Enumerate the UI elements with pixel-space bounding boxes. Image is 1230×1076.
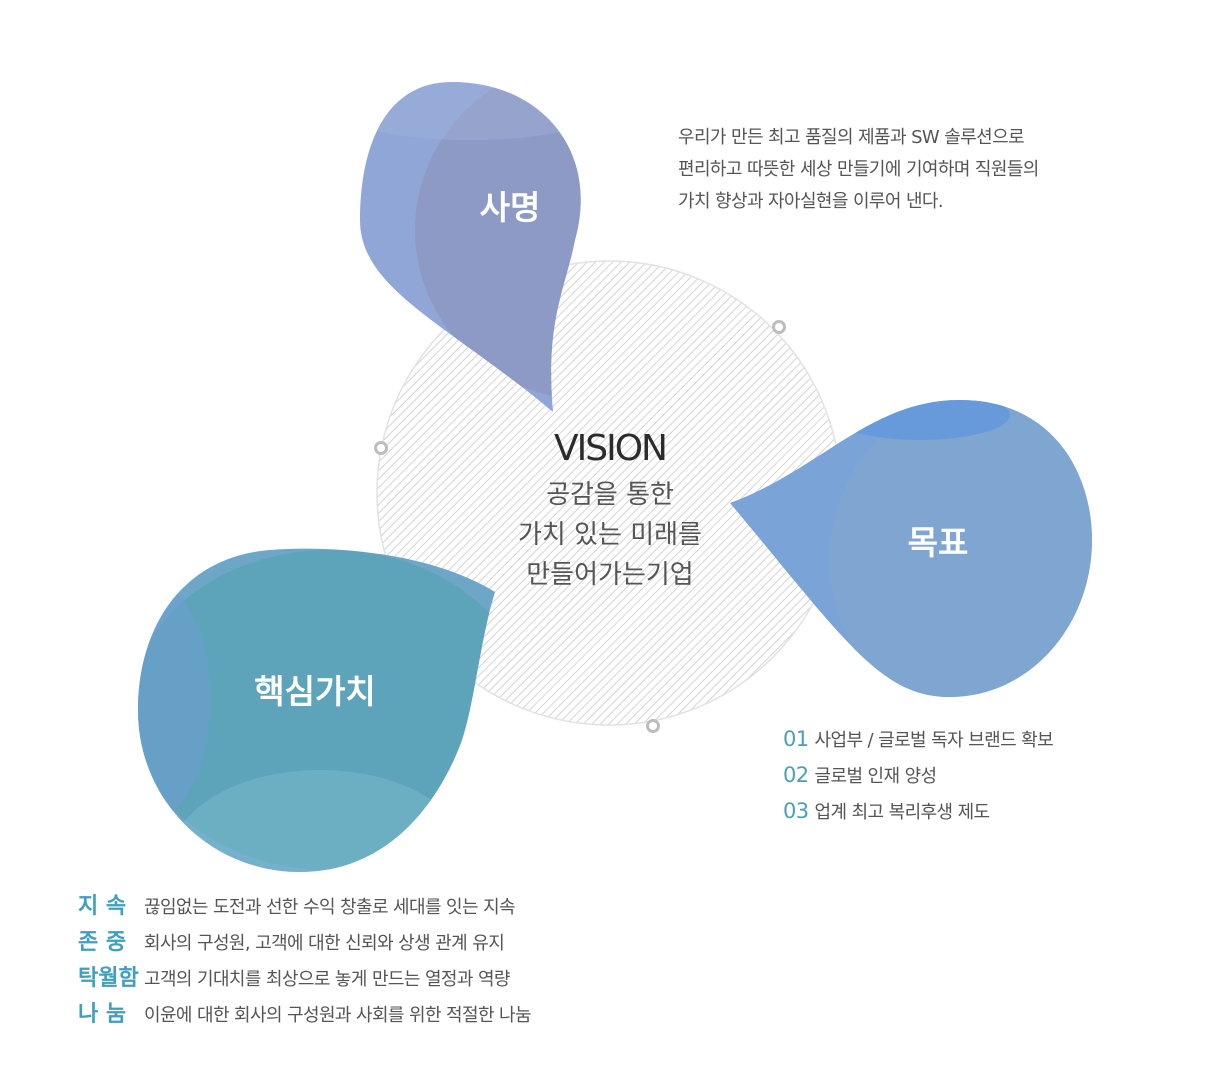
ring-dot-icon <box>772 320 786 334</box>
value-term: 지 속 <box>78 894 127 919</box>
value-term: 존 중 <box>78 930 127 955</box>
mission-desc-line: 가치 향상과 자아실현을 이루어 낸다. <box>678 191 944 212</box>
value-text: 끊임없는 도전과 선한 수익 창출로 세대를 잇는 지속 <box>144 897 516 918</box>
goal-number: 02 <box>783 763 809 787</box>
list-item: 나 눔 이윤에 대한 회사의 구성원과 사회를 위한 적절한 나눔 <box>78 997 532 1033</box>
list-item: 존 중 회사의 구성원, 고객에 대한 신뢰와 상생 관계 유지 <box>78 925 531 961</box>
goal-label: 목표 <box>908 523 969 562</box>
vision-line: 만들어가는기업 <box>526 560 693 590</box>
vision-line: 가치 있는 미래를 <box>518 520 702 550</box>
value-text: 이윤에 대한 회사의 구성원과 사회를 위한 적절한 나눔 <box>144 1005 532 1026</box>
value-text: 회사의 구성원, 고객에 대한 신뢰와 상생 관계 유지 <box>144 933 505 954</box>
ring-dot-icon <box>646 719 660 733</box>
vision-line: 공감을 통한 <box>546 480 674 510</box>
mission-label: 사명 <box>480 188 541 227</box>
goal-number: 01 <box>783 727 809 751</box>
core-values-drop: 핵심가치 <box>138 548 495 872</box>
mission-desc-line: 우리가 만든 최고 품질의 제품과 SW 솔루션으로 <box>678 127 1025 148</box>
mission-description: 우리가 만든 최고 품질의 제품과 SW 솔루션으로 편리하고 따뜻한 세상 만… <box>678 122 1039 218</box>
mission-drop: 사명 <box>360 82 581 412</box>
mission-desc-line: 편리하고 따뜻한 세상 만들기에 기여하며 직원들의 <box>678 159 1039 180</box>
list-item: 지 속 끊임없는 도전과 선한 수익 창출로 세대를 잇는 지속 <box>78 889 531 925</box>
value-term: 나 눔 <box>78 1002 127 1027</box>
core-values-list: 지 속 끊임없는 도전과 선한 수익 창출로 세대를 잇는 지속 존 중 회사의 구… <box>78 889 532 1033</box>
value-term: 탁월함 <box>78 966 139 991</box>
goal-number: 03 <box>783 799 809 823</box>
value-text: 고객의 기대치를 최상으로 놓게 만드는 열정과 역량 <box>144 969 510 990</box>
core-values-label: 핵심가치 <box>254 672 375 711</box>
vision-title: VISION <box>554 428 666 469</box>
goal-text: 사업부 / 글로벌 독자 브랜드 확보 <box>814 730 1054 751</box>
ring-dot-icon <box>374 441 388 455</box>
goal-text: 업계 최고 복리후생 제도 <box>814 802 991 823</box>
goal-text: 글로벌 인재 양성 <box>814 766 938 787</box>
